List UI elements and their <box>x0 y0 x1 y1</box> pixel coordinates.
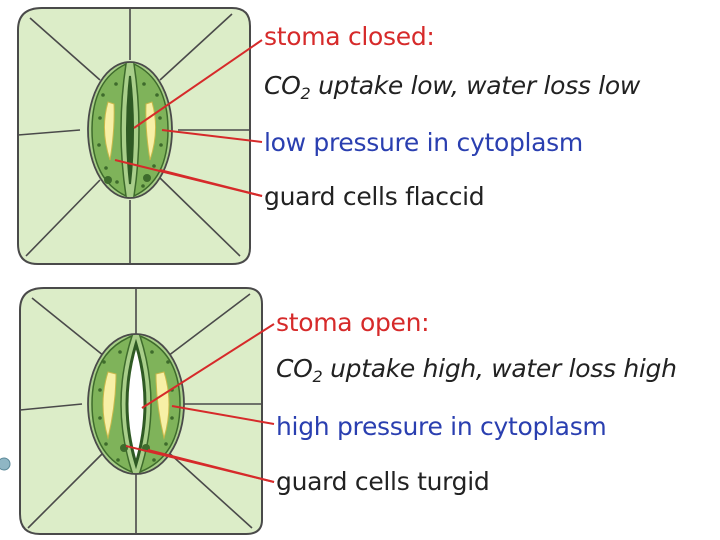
co2-detail: uptake high, water loss high <box>322 354 677 383</box>
low-pressure-label: low pressure in cytoplasm <box>264 128 583 157</box>
guard-cells-turgid-label: guard cells turgid <box>276 467 490 496</box>
chloroplast-dots <box>98 350 174 462</box>
co2-prefix: CO <box>264 71 301 100</box>
open-co2-text: CO2 uptake high, water loss high <box>276 354 677 386</box>
vacuole-left <box>104 101 115 161</box>
co2-subscript: 2 <box>300 84 311 103</box>
pointer-pressure-high <box>171 405 275 425</box>
stoma-pore-closed <box>126 75 134 185</box>
stoma-closed <box>87 61 173 199</box>
pointer-guard-turgid-b <box>147 449 275 483</box>
guard-cells-flaccid-label: guard cells flaccid <box>264 182 485 211</box>
pointer-guard-flaccid-b <box>159 169 263 197</box>
pointer-lines-closed <box>114 39 263 197</box>
chloroplast <box>104 176 112 184</box>
pointer-stoma-open <box>141 323 275 409</box>
pointer-lines-open <box>125 323 275 483</box>
high-pressure-label: high pressure in cytoplasm <box>276 412 607 441</box>
pointer-pressure-low <box>161 129 263 143</box>
stoma-closed-title: stoma closed: <box>264 22 435 51</box>
stoma-open-title: stoma open: <box>276 308 430 337</box>
chloroplast <box>143 174 151 182</box>
co2-subscript: 2 <box>312 367 323 386</box>
pointer-stoma-closed <box>133 39 263 129</box>
chloroplast-dots <box>97 82 163 188</box>
vacuole-left <box>102 371 117 440</box>
edge-dot <box>0 457 11 471</box>
vacuole-right <box>145 101 156 161</box>
co2-detail: uptake low, water loss low <box>310 71 641 100</box>
panel-closed <box>17 7 263 265</box>
stoma-pore-open <box>125 338 147 470</box>
stoma-open <box>87 333 185 475</box>
cell-walls-closed <box>17 8 250 264</box>
panel-open <box>19 287 275 535</box>
closed-co2-text: CO2 uptake low, water loss low <box>264 71 641 103</box>
co2-prefix: CO <box>276 354 313 383</box>
cell-walls-open <box>19 288 262 534</box>
